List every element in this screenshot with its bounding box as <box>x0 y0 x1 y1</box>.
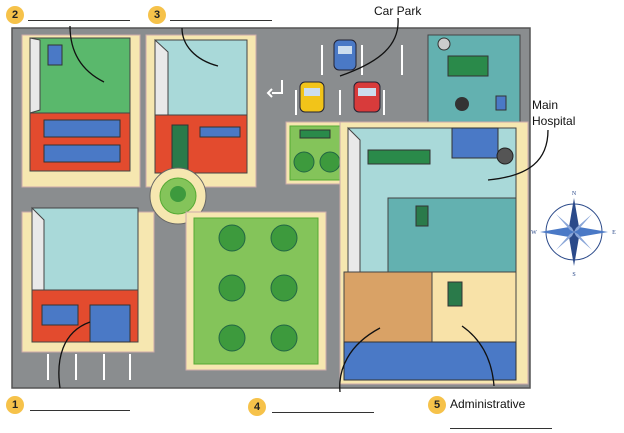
answer-blank-1[interactable] <box>30 410 130 411</box>
building-2 <box>29 37 131 172</box>
turn-arrow-icon <box>266 80 283 98</box>
park-trees <box>218 224 298 352</box>
marker-5: 5 <box>428 396 446 414</box>
tree <box>319 151 341 173</box>
building-1 <box>31 206 139 343</box>
compass-rose: N S W E <box>531 191 616 278</box>
parking-bollards-bottom <box>47 354 131 380</box>
label-administrative: Administrative <box>450 397 526 411</box>
pointer-arrows <box>58 17 549 393</box>
car-red <box>353 81 381 113</box>
parking-bollards <box>295 45 403 115</box>
main-hospital <box>343 126 517 381</box>
compass-n: N <box>572 191 577 197</box>
compass-s: S <box>572 272 575 278</box>
bench <box>299 129 331 139</box>
answer-blank-2[interactable] <box>28 20 130 21</box>
answer-blank-3[interactable] <box>170 20 272 21</box>
marker-4: 4 <box>248 398 266 416</box>
label-car-park: Car Park <box>374 4 422 18</box>
compass-e: E <box>612 230 616 236</box>
marker-1: 1 <box>6 396 24 414</box>
wheelchair-icon <box>496 147 514 165</box>
answer-blank-4[interactable] <box>272 412 374 413</box>
car-blue <box>333 39 357 71</box>
car-yellow <box>299 81 325 113</box>
tree <box>293 151 315 173</box>
label-main-hospital: Main Hospital <box>532 98 576 128</box>
marker-2: 2 <box>6 6 24 24</box>
answer-blank-5[interactable] <box>450 428 552 429</box>
marker-3: 3 <box>148 6 166 24</box>
building-3 <box>154 38 248 174</box>
compass-w: W <box>531 230 537 236</box>
